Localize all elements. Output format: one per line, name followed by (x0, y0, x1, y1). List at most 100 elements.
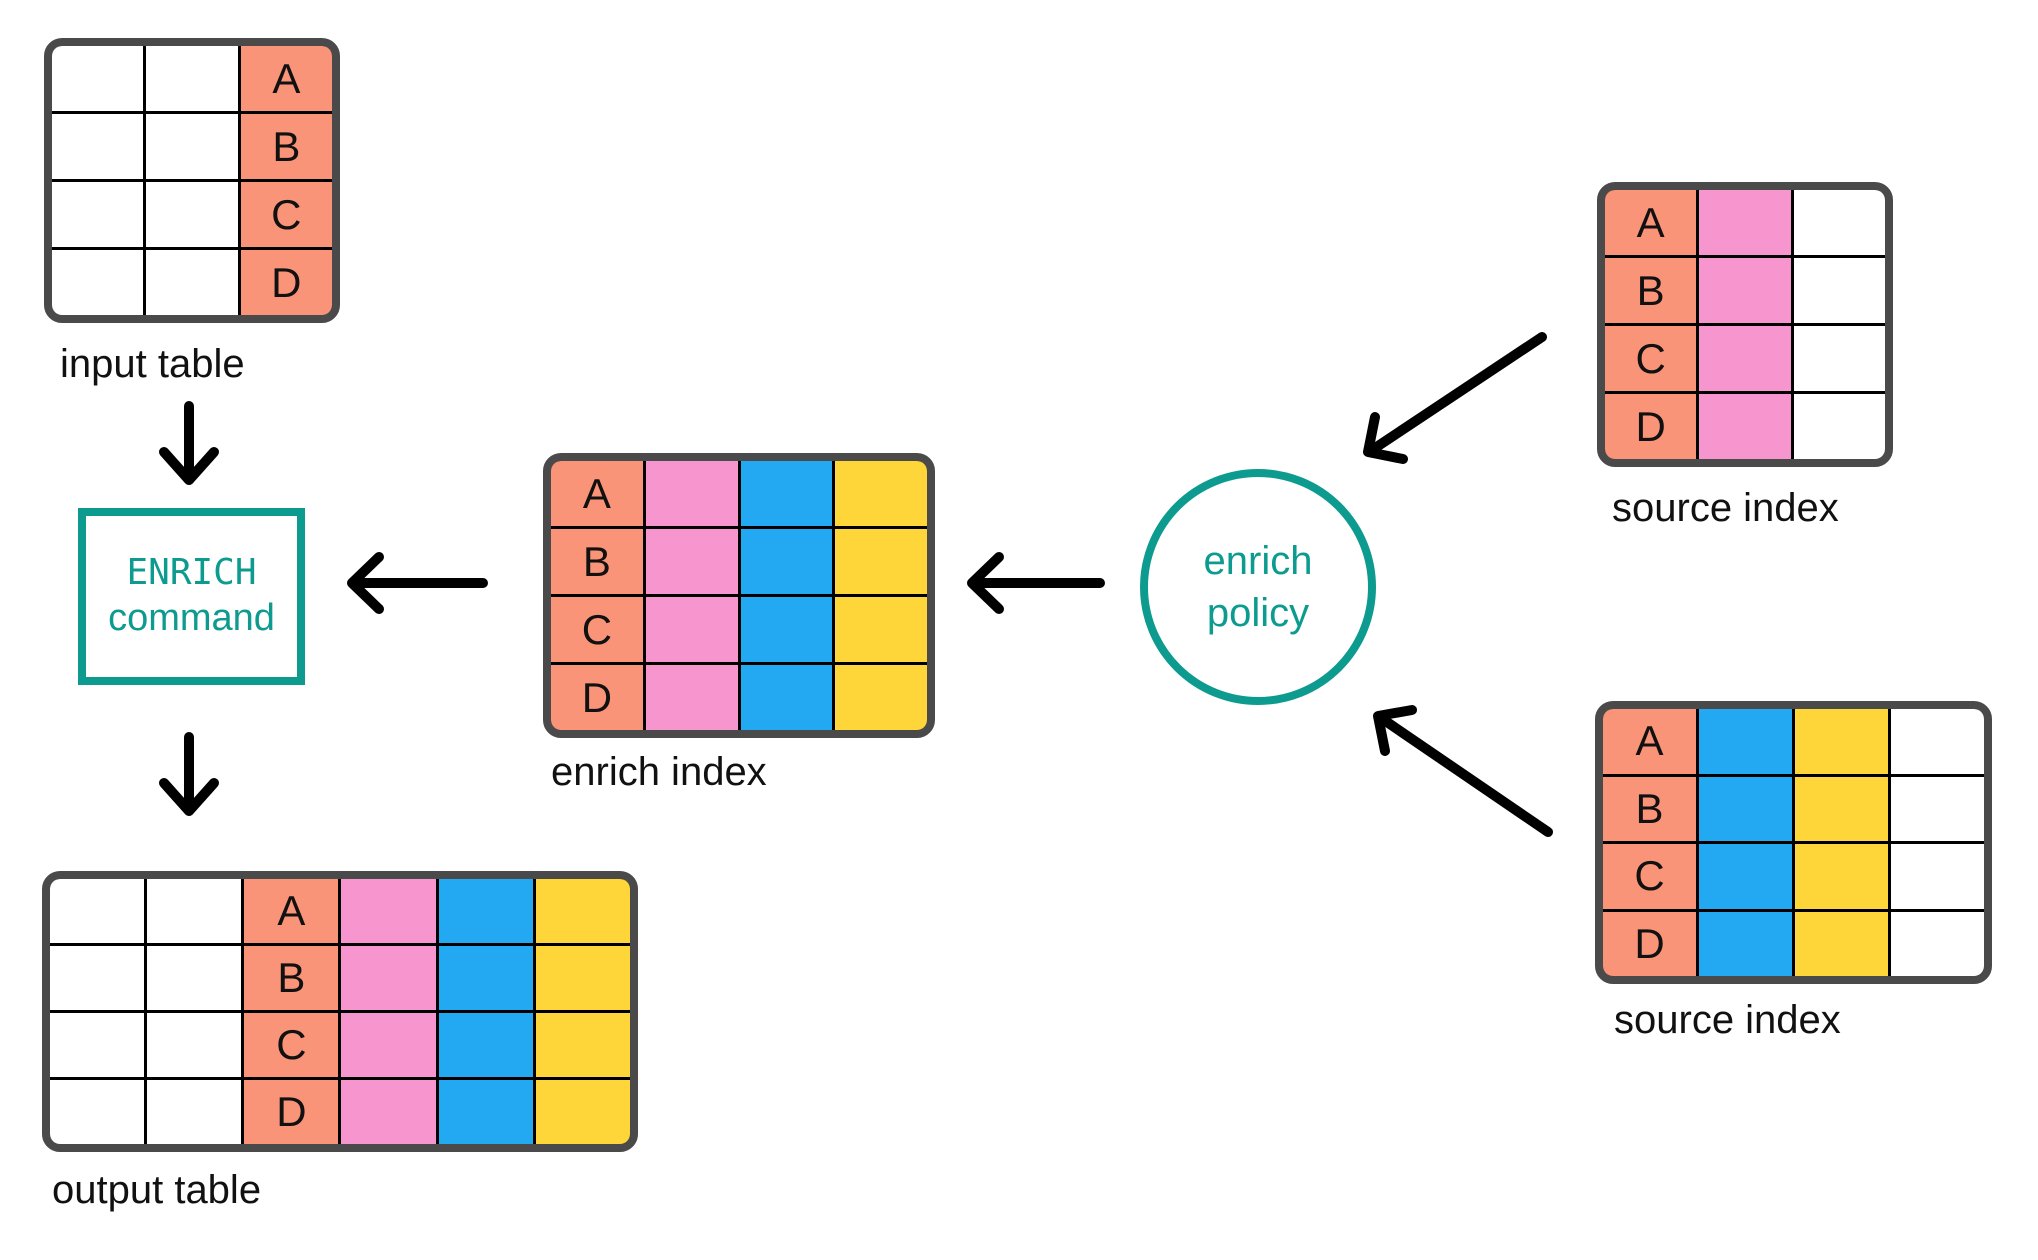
table-key-cell: C (240, 182, 332, 247)
table-cell (1795, 844, 1888, 909)
table-key-cell: C (244, 1013, 339, 1077)
table-cell (341, 1080, 436, 1144)
arrow-input-to-command (159, 401, 219, 485)
table-cell (645, 665, 738, 730)
table-cell (146, 182, 238, 247)
table-cell (146, 46, 238, 111)
arrow-policy-to-index (967, 552, 1105, 614)
arrow-source-top-to-policy (1363, 332, 1547, 464)
enrich-command-keyword: ENRICH (126, 551, 257, 593)
arrow-command-to-output (159, 732, 219, 816)
table-cell (146, 114, 238, 179)
table-cell (1795, 709, 1888, 774)
table-key-cell: D (1603, 911, 1696, 976)
table-cell (147, 1080, 242, 1144)
table-cell (341, 946, 436, 1010)
table-cell (1793, 326, 1885, 391)
table-key-cell: B (1603, 776, 1696, 841)
table-key-cell: A (240, 46, 332, 111)
table-cell (50, 1013, 145, 1077)
table-cell (1891, 844, 1984, 909)
table-cell (147, 1013, 242, 1077)
enrich-index-label: enrich index (551, 750, 767, 794)
table-cell (341, 1013, 436, 1077)
enrich-policy-line2: policy (1206, 591, 1310, 635)
table-cell (147, 879, 242, 943)
arrow-index-to-command (347, 552, 488, 614)
table-cell (740, 529, 833, 594)
table-cell (740, 461, 833, 526)
table-key-cell: D (244, 1080, 339, 1144)
table-cell (147, 946, 242, 1010)
table-key-cell: D (1605, 394, 1697, 459)
table-key-cell: A (551, 461, 643, 526)
table-cell (50, 1080, 145, 1144)
table-cell (438, 1013, 533, 1077)
table-cell (438, 879, 533, 943)
table-cell (740, 597, 833, 662)
table-cell (535, 879, 630, 943)
table-cell (341, 879, 436, 943)
table-key-cell: B (551, 529, 643, 594)
table-cell (1891, 709, 1984, 774)
enrich-policy-circle: enrich policy (1140, 469, 1376, 705)
table-cell (835, 461, 927, 526)
enrich-policy-line1: enrich (1203, 539, 1313, 583)
table-key-cell: B (240, 114, 332, 179)
table-cell (1793, 258, 1885, 323)
table-cell (50, 879, 145, 943)
table-cell (52, 114, 144, 179)
table-key-cell: A (244, 879, 339, 943)
table-cell (1699, 258, 1791, 323)
table-cell (645, 597, 738, 662)
table-cell (438, 946, 533, 1010)
table-cell (1793, 394, 1885, 459)
enrich-command-box: ENRICH command (78, 508, 305, 685)
table-cell (52, 250, 144, 315)
arrow-source-bottom-to-policy (1373, 705, 1553, 837)
table-cell (52, 46, 144, 111)
table-key-cell: A (1605, 190, 1697, 255)
table-cell (1795, 776, 1888, 841)
table-key-cell: A (1603, 709, 1696, 774)
table-key-cell: B (244, 946, 339, 1010)
table-cell (1699, 190, 1791, 255)
table-cell (645, 529, 738, 594)
table-cell (535, 1013, 630, 1077)
table-key-cell: C (1605, 326, 1697, 391)
source-index-top-label: source index (1612, 486, 1839, 530)
table-cell (1891, 776, 1984, 841)
table-cell (535, 1080, 630, 1144)
table-cell (1699, 844, 1792, 909)
table-key-cell: C (551, 597, 643, 662)
table-cell (1699, 709, 1792, 774)
table-cell (1795, 911, 1888, 976)
table-key-cell: B (1605, 258, 1697, 323)
input-table-label: input table (60, 342, 245, 386)
table-key-cell: D (240, 250, 332, 315)
table-cell (1793, 190, 1885, 255)
enrich-command-word: command (108, 597, 275, 640)
output-table-label: output table (52, 1168, 262, 1212)
table-cell (1699, 776, 1792, 841)
table-cell (835, 529, 927, 594)
table-cell (52, 182, 144, 247)
table-cell (740, 665, 833, 730)
table-cell (146, 250, 238, 315)
source-index-bottom-label: source index (1614, 998, 1841, 1042)
table-cell (1699, 326, 1791, 391)
table-cell (835, 597, 927, 662)
table-cell (535, 946, 630, 1010)
table-cell (1699, 394, 1791, 459)
table-cell (1891, 911, 1984, 976)
table-cell (645, 461, 738, 526)
table-cell (50, 946, 145, 1010)
table-key-cell: D (551, 665, 643, 730)
table-cell (835, 665, 927, 730)
